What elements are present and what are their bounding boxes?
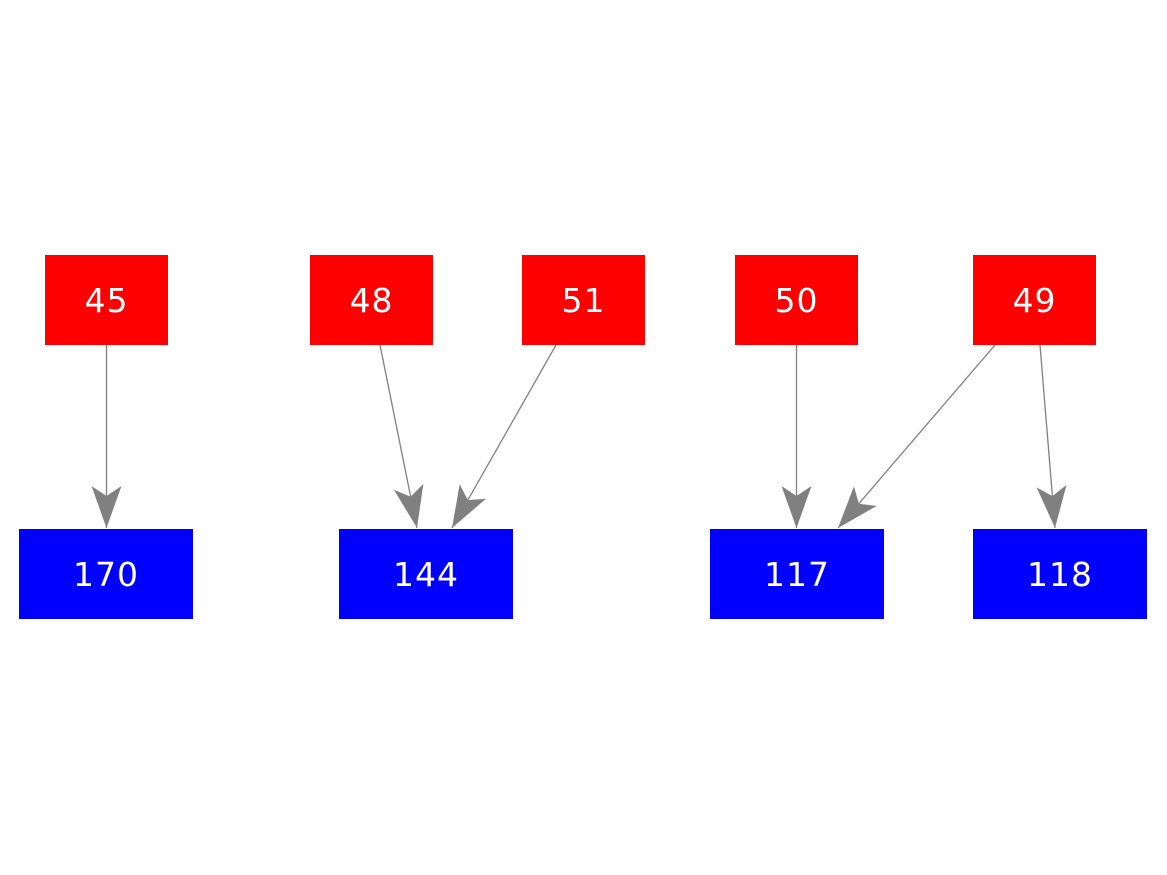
edge-48-144	[379, 344, 424, 529]
target-node-117: 117	[710, 529, 884, 619]
source-node-49: 49	[973, 255, 1096, 345]
source-node-label: 48	[349, 280, 394, 320]
target-node-118: 118	[973, 529, 1147, 619]
edges-group	[91, 344, 1067, 529]
target-node-label: 117	[764, 554, 830, 594]
source-node-45: 45	[45, 255, 168, 345]
source-node-label: 50	[774, 280, 819, 320]
source-node-51: 51	[522, 255, 645, 345]
target-node-label: 144	[393, 554, 459, 594]
target-node-label: 170	[73, 554, 139, 594]
source-node-50: 50	[735, 255, 858, 345]
source-node-label: 51	[561, 280, 606, 320]
source-node-label: 49	[1012, 280, 1057, 320]
source-node-48: 48	[310, 255, 433, 345]
target-node-label: 118	[1027, 554, 1093, 594]
target-node-144: 144	[339, 529, 513, 619]
edge-49-117	[837, 344, 996, 529]
edge-51-144	[451, 344, 557, 529]
edge-49-118	[1036, 344, 1067, 529]
target-node-170: 170	[19, 529, 193, 619]
source-node-label: 45	[84, 280, 129, 320]
